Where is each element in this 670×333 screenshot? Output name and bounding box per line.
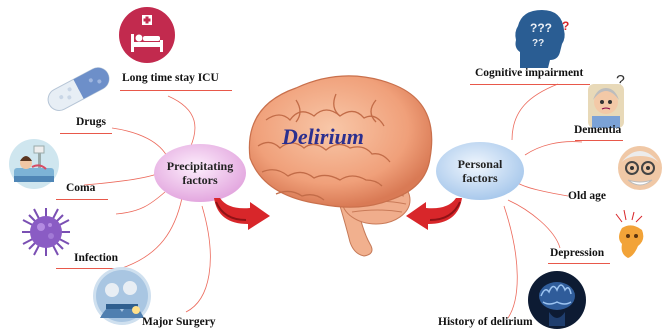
precipitating-label-2: factors [182,173,218,187]
personal-factors-node: Personal factors [432,138,528,204]
personal-label-2: factors [462,171,498,185]
brain-illustration [248,75,433,257]
label-dementia: Dementia [574,124,622,136]
label-cognitive-impairment: Cognitive impairment [475,67,584,79]
virus-icon [22,208,70,256]
underline-cognitive [470,84,590,85]
precipitating-factors-node: Precipitating factors [150,140,250,206]
svg-text:?: ? [562,19,569,33]
underline-icu [120,90,232,91]
underline-depression [548,263,610,264]
personal-ellipse-bg [436,142,524,200]
underline-drugs [60,133,112,134]
label-drugs: Drugs [76,116,107,128]
elderly-man-icon [618,146,662,190]
svg-text:???: ??? [530,21,552,35]
svg-text:??: ?? [532,38,544,49]
label-infection: Infection [74,252,119,264]
underline-dementia [575,140,623,141]
brain-scan-head-icon [528,271,586,329]
underline-coma [56,199,108,200]
hospital-bed-icon [119,7,175,63]
elderly-woman-question-icon: ? [588,73,625,128]
hospital-patient-icon [9,139,59,189]
label-coma: Coma [66,182,96,194]
precipitating-ellipse-bg [154,144,246,202]
label-history-of-delirium: History of delirium [438,316,533,328]
diagram-title: Delirium [282,124,364,149]
underline-infection [56,268,126,269]
label-old-age: Old age [568,190,607,202]
surgeons-icon [93,267,151,325]
personal-label-1: Personal [457,157,503,171]
left-curved-arrow-icon [214,198,270,230]
label-depression: Depression [550,247,605,259]
head-question-marks-icon: ??? ?? ? [515,10,569,68]
capsule-pills-icon [47,67,110,111]
precipitating-label-1: Precipitating [166,159,234,173]
label-major-surgery: Major Surgery [142,316,216,328]
svg-text:?: ? [616,73,625,90]
right-curved-arrow-icon [406,198,462,230]
label-long-time-stay-icu: Long time stay ICU [122,72,219,84]
cracked-emoji-icon [615,210,644,258]
